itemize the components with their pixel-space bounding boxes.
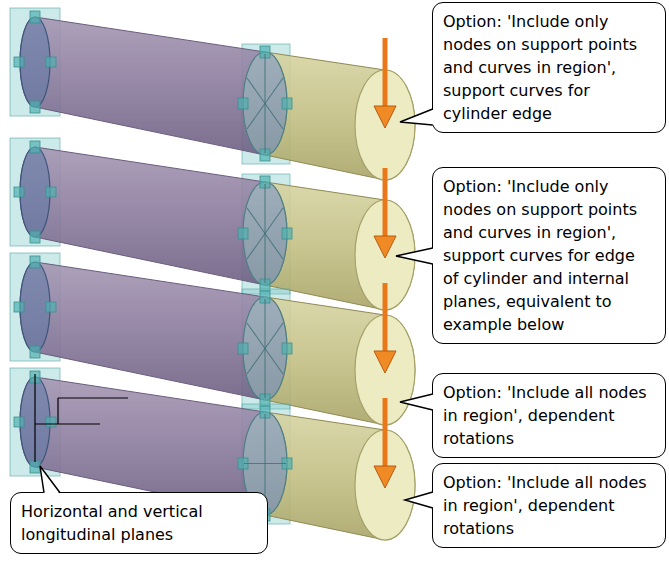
pointer-outline [405,492,433,508]
callout-pointer [400,109,435,125]
pointer-fill [400,394,435,410]
callout-text: Option: 'Include all nodes in region', d… [443,381,655,450]
callout-box: Option: 'Include all nodes in region', d… [432,463,666,548]
callout-box: Option: 'Include only nodes on support p… [432,167,666,344]
callout-pointer [40,466,60,495]
pointer-fill [405,492,435,508]
callout-pointer [396,248,435,264]
callout-pointer [405,492,435,508]
pointer-outline [400,109,433,125]
callout-box: Horizontal and vertical longitudinal pla… [10,492,268,554]
callout-box: Option: 'Include only nodes on support p… [432,2,666,133]
callout-text: Option: 'Include all nodes in region', d… [443,471,655,540]
callout-text: Option: 'Include only nodes on support p… [443,175,655,336]
pointer-fill [40,466,60,495]
callout-box: Option: 'Include all nodes in region', d… [432,373,666,458]
pointer-outline [40,466,60,493]
pointer-outline [400,394,433,410]
pointer-fill [400,109,435,125]
plane-lines [35,374,128,462]
pointer-outline [396,248,433,264]
callout-pointer [400,394,435,410]
callout-text: Option: 'Include only nodes on support p… [443,10,655,125]
callout-text: Horizontal and vertical longitudinal pla… [21,500,257,546]
pointer-fill [396,248,435,264]
